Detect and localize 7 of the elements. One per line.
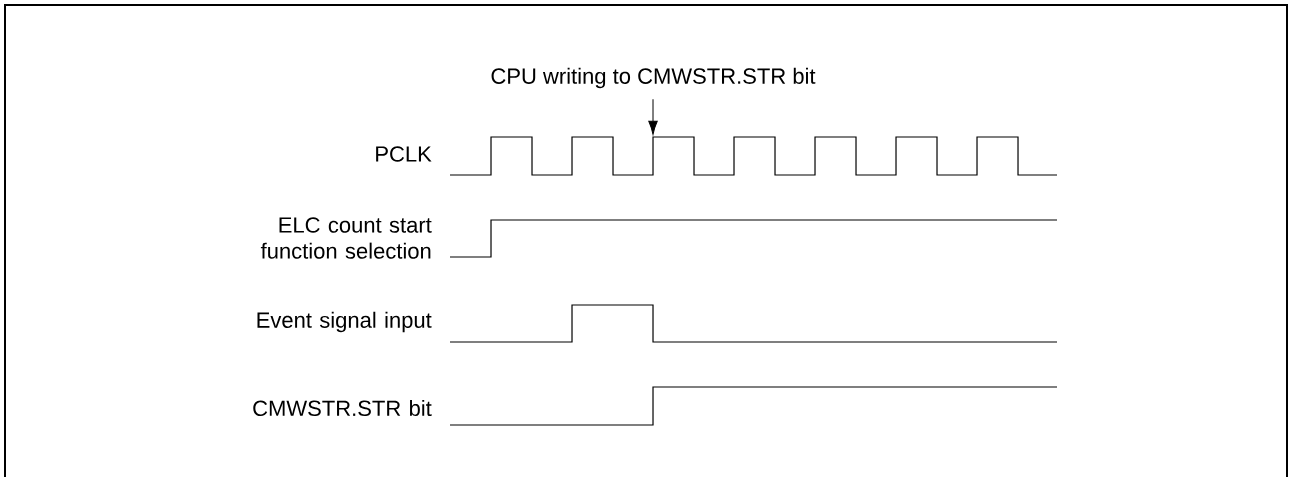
clock-waveform <box>449 136 1058 176</box>
arrow <box>648 98 658 135</box>
annotation-text: CPU writing to CMWSTR.STR bit <box>491 67 816 89</box>
signal-name: Event signal input <box>257 311 432 333</box>
signal-name: CMWSTR.STR bit <box>253 399 432 417</box>
signal-name: PCLK <box>376 146 432 162</box>
signal-name: ELC count start function selection <box>260 217 432 259</box>
